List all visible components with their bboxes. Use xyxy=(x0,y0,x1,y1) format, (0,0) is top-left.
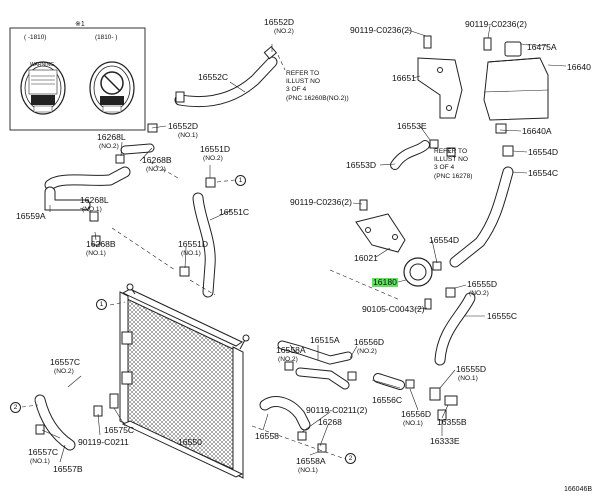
reservoir-tank xyxy=(483,41,549,134)
leader-lines xyxy=(41,25,567,463)
hose-16551c xyxy=(179,177,216,298)
label-16550: 16550 xyxy=(178,437,202,447)
label-16651: 16651 xyxy=(392,73,416,83)
inset-box xyxy=(9,27,146,131)
inset-star-note: ※1 xyxy=(75,21,85,28)
hose-16554c xyxy=(449,145,514,268)
label-16355b: 16355B xyxy=(437,417,467,427)
ref-circle-1b: 1 xyxy=(96,299,107,310)
label-16551c: 16551C xyxy=(219,207,250,217)
label-16554c: 16554C xyxy=(528,168,559,178)
reference-note-mid: REFER TO ILLUST NO 3 OF 4 (PNC 16278) xyxy=(434,148,473,180)
qty-16556d-bot: (NO.1) xyxy=(403,420,423,427)
label-90119-bot2: 90119-C0211(2) xyxy=(306,405,368,415)
qty-16555d-bot: (NO.1) xyxy=(458,375,478,382)
qty-16268b-mid: (NO.1) xyxy=(86,250,106,257)
label-90119-top2: 90119-C0236(2) xyxy=(465,19,527,29)
label-16021: 16021 xyxy=(354,253,378,263)
hose-16552c xyxy=(174,46,278,108)
hose-lower-center xyxy=(277,340,357,390)
label-16268: 16268 xyxy=(318,417,342,427)
qty-16551d-mid: (NO.1) xyxy=(181,250,201,257)
label-16640: 16640 xyxy=(567,62,591,72)
label-16554d-top: 16554D xyxy=(528,147,559,157)
label-16555c: 16555C xyxy=(487,311,518,321)
label-16180: 16180 xyxy=(372,277,398,287)
label-16553d: 16553D xyxy=(346,160,377,170)
cap-left-warning: WARNING xyxy=(30,62,54,68)
qty-16555d-top: (NO.2) xyxy=(469,290,489,297)
qty-16551d-top: (NO.2) xyxy=(203,155,223,162)
qty-16557c-bot: (NO.1) xyxy=(30,458,50,465)
label-16575c: 16575C xyxy=(104,425,135,435)
label-16475a: 16475A xyxy=(527,42,557,52)
label-90119-top: 90119-C0236(2) xyxy=(350,25,412,35)
label-16557c-top: 16557C xyxy=(50,357,81,367)
label-16268b-mid: 16268B xyxy=(86,239,116,249)
qty-16268b-top: (NO.2) xyxy=(146,166,166,173)
qty-16552d-mid: (NO.1) xyxy=(178,132,198,139)
hose-16553d xyxy=(390,139,456,170)
label-16554d-mid: 16554D xyxy=(429,235,460,245)
label-16640a: 16640A xyxy=(522,126,552,136)
water-inlet-16021 xyxy=(355,199,406,253)
label-16551d-top: 16551D xyxy=(200,144,231,154)
ref-circle-2b: 2 xyxy=(345,453,356,464)
hose-16558 xyxy=(259,396,327,453)
label-16555d-top: 16555D xyxy=(467,279,498,289)
label-16333e: 16333E xyxy=(430,436,460,446)
label-16557c-bot: 16557C xyxy=(28,447,59,457)
thermostat-16180 xyxy=(403,257,442,310)
label-16552d-mid: 16552D xyxy=(168,121,199,131)
label-16555d-bot: 16555D xyxy=(456,364,487,374)
qty-16268l-mid: (NO.1) xyxy=(82,206,102,213)
label-90119-bot: 90119-C0211 xyxy=(78,437,129,447)
hose-16556c xyxy=(373,373,415,390)
label-16515a: 16515A xyxy=(310,335,340,345)
label-16552c: 16552C xyxy=(198,72,229,82)
cap-left-note: ( -1810) xyxy=(24,34,47,41)
ref-circle-2a: 2 xyxy=(10,402,21,413)
label-16268l-mid: 16268L xyxy=(80,195,109,205)
hose-16555c xyxy=(434,287,476,366)
reference-lines xyxy=(21,54,456,461)
label-16558: 16558 xyxy=(255,431,279,441)
label-16268b-top: 16268B xyxy=(142,155,172,165)
label-16552d-top: 16552D xyxy=(264,17,295,27)
label-16556d-top: 16556D xyxy=(354,337,385,347)
qty-16557c-top: (NO.2) xyxy=(54,368,74,375)
qty-16268l-top: (NO.2) xyxy=(99,143,119,150)
label-16551d-mid: 16551D xyxy=(178,239,209,249)
qty-16558a-top: (NO.2) xyxy=(278,356,298,363)
label-90119-mid: 90119-C0236(2) xyxy=(290,197,352,207)
label-16559a: 16559A xyxy=(16,211,46,221)
qty-16558a-bot: (NO.1) xyxy=(298,467,318,474)
label-16268l-top: 16268L xyxy=(97,132,126,142)
label-16556c: 16556C xyxy=(372,395,403,405)
label-16558a-bot: 16558A xyxy=(296,456,326,466)
label-16556d-bot: 16556D xyxy=(401,409,432,419)
qty-16552d-top: (NO.2) xyxy=(274,28,294,35)
bracket-16651 xyxy=(417,35,492,119)
cap-right-note: (1810- ) xyxy=(95,34,118,41)
reference-note-top: REFER TO ILLUST NO 3 OF 4 (PNC 16260B(NO… xyxy=(286,70,349,102)
footer-code: 166046B xyxy=(564,486,593,493)
qty-16556d-top: (NO.2) xyxy=(357,348,377,355)
label-16558a-top: 16558A xyxy=(276,345,306,355)
ref-circle-1a: 1 xyxy=(235,175,246,186)
radiator-assembly xyxy=(119,283,250,479)
label-16557b: 16557B xyxy=(53,464,83,474)
label-90105: 90105-C0043(2) xyxy=(362,304,425,314)
label-16553e: 16553E xyxy=(397,121,427,131)
